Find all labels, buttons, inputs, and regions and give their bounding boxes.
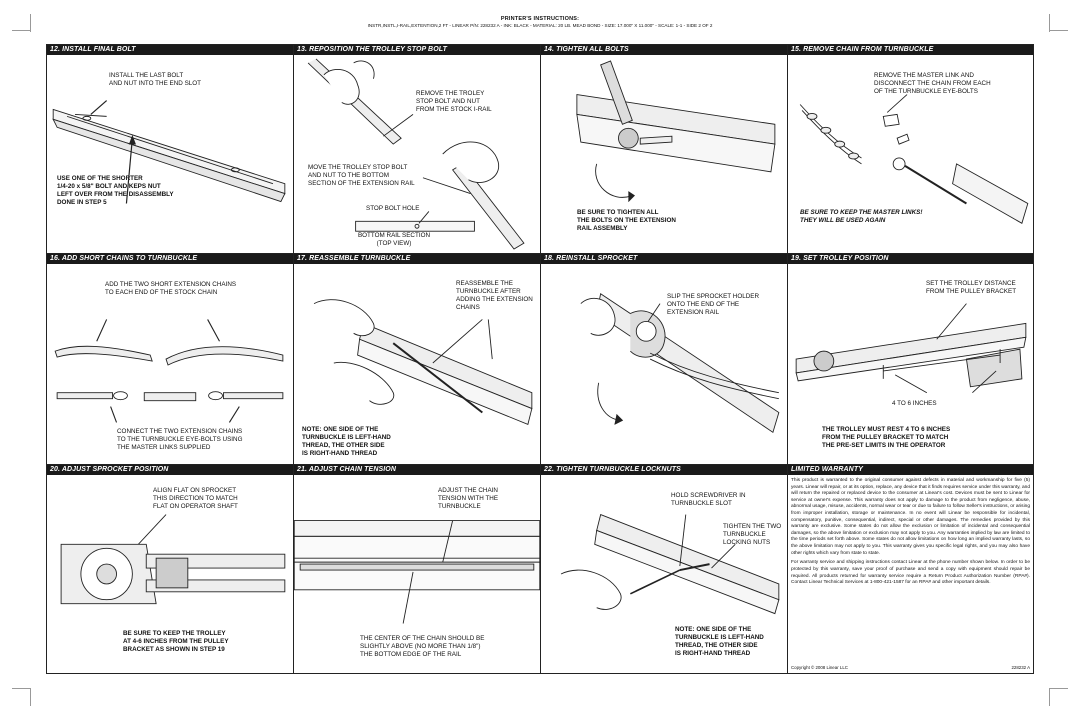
step-21-panel: 21. ADJUST CHAIN TENSION ADJUST THE CHAI… xyxy=(293,464,541,674)
locknuts-illustration xyxy=(560,514,780,615)
warranty-paragraph-2: For warranty service and shipping instru… xyxy=(791,560,1030,586)
step-13-title: 13. REPOSITION THE TROLLEY STOP BOLT xyxy=(294,45,540,55)
crop-mark xyxy=(30,688,31,706)
step-19-panel: 19. SET TROLLEY POSITION SET THE TROLLEY… xyxy=(787,253,1034,465)
step-15-callout: REMOVE THE MASTER LINK AND DISCONNECT TH… xyxy=(874,72,991,95)
step-22-callout-tighten: TIGHTEN THE TWO TURNBUCKLE LOCKING NUTS xyxy=(723,523,782,546)
bottom-rail-label: BOTTOM RAIL SECTION (TOP VIEW) xyxy=(357,232,431,247)
wrench-illustration xyxy=(576,60,776,202)
short-chains-illustration xyxy=(54,319,284,423)
step-14-note: BE SURE TO TIGHTEN ALL THE BOLTS ON THE … xyxy=(577,209,676,232)
step-13-panel: 13. REPOSITION THE TROLLEY STOP BOLT REM… xyxy=(293,44,541,254)
step-17-title: 17. REASSEMBLE TURNBUCKLE xyxy=(294,254,540,264)
step-22-title: 22. TIGHTEN TURNBUCKLE LOCKNUTS xyxy=(541,465,787,475)
chain-tension-illustration xyxy=(294,520,540,624)
step-22-callout-hold: HOLD SCREWDRIVER IN TURNBUCKLE SLOT xyxy=(671,492,746,507)
step-16-panel: 16. ADD SHORT CHAINS TO TURNBUCKLE ADD T… xyxy=(46,253,294,465)
step-13-callout-move: MOVE THE TROLLEY STOP BOLT AND NUT TO TH… xyxy=(308,164,415,187)
printer-title: PRINTER'S INSTRUCTIONS: xyxy=(500,16,580,22)
step-21-title: 21. ADJUST CHAIN TENSION xyxy=(294,465,540,475)
step-15-title: 15. REMOVE CHAIN FROM TURNBUCKLE xyxy=(788,45,1033,55)
step-17-note: NOTE: ONE SIDE OF THE TURNBUCKLE IS LEFT… xyxy=(302,426,391,457)
crop-mark xyxy=(30,14,31,32)
step-15-note: BE SURE TO KEEP THE MASTER LINKS! THEY W… xyxy=(800,209,923,224)
warranty-panel: LIMITED WARRANTY This product is warrant… xyxy=(787,464,1034,674)
printer-instructions: PRINTER'S INSTRUCTIONS: INSTR,INSTL,I-RA… xyxy=(0,16,1080,29)
printer-details: INSTR,INSTL,I-RAIL,EXTENTION,2 FT - LINE… xyxy=(367,22,713,28)
warranty-title: LIMITED WARRANTY xyxy=(788,465,1033,475)
step-20-callout: ALIGN FLAT ON SPROCKET THIS DIRECTION TO… xyxy=(153,487,238,510)
step-17-panel: 17. REASSEMBLE TURNBUCKLE REASSEMBLE THE… xyxy=(293,253,541,465)
step-12-panel: 12. INSTALL FINAL BOLT INSTALL THE LAST … xyxy=(46,44,294,254)
step-21-note: THE CENTER OF THE CHAIN SHOULD BE SLIGHT… xyxy=(360,635,485,658)
reassemble-turnbuckle-illustration xyxy=(313,299,533,426)
step-14-title: 14. TIGHTEN ALL BOLTS xyxy=(541,45,787,55)
instruction-grid: 12. INSTALL FINAL BOLT INSTALL THE LAST … xyxy=(46,44,1034,674)
step-18-title: 18. REINSTALL SPROCKET xyxy=(541,254,787,264)
sprocket-position-illustration xyxy=(60,514,286,605)
step-19-title: 19. SET TROLLEY POSITION xyxy=(788,254,1033,264)
crop-mark xyxy=(12,688,30,689)
step-16-callout-add: ADD THE TWO SHORT EXTENSION CHAINS TO EA… xyxy=(105,281,237,296)
step-19-note: THE TROLLEY MUST REST 4 TO 6 INCHES FROM… xyxy=(822,426,951,449)
step-20-title: 20. ADJUST SPROCKET POSITION xyxy=(47,465,293,475)
step-19-dimension: 4 TO 6 INCHES xyxy=(892,400,937,407)
trolley-position-illustration xyxy=(795,303,1027,394)
trolley-stop-illustration xyxy=(307,58,525,250)
step-15-panel: 15. REMOVE CHAIN FROM TURNBUCKLE REMOVE … xyxy=(787,44,1034,254)
crop-mark xyxy=(1050,30,1068,31)
step-18-callout: SLIP THE SPROCKET HOLDER ONTO THE END OF… xyxy=(667,293,760,316)
step-12-note: USE ONE OF THE SHORTER 1/4-20 x 5/8" BOL… xyxy=(57,175,174,206)
step-12-title: 12. INSTALL FINAL BOLT xyxy=(47,45,293,55)
copyright: Copyright © 2008 Linear LLC xyxy=(791,665,848,670)
step-12-callout: INSTALL THE LAST BOLT AND NUT INTO THE E… xyxy=(109,72,202,87)
part-number: 228232 A xyxy=(1011,665,1030,670)
rail-illustration xyxy=(52,100,286,204)
step-19-callout: SET THE TROLLEY DISTANCE FROM THE PULLEY… xyxy=(926,280,1017,295)
crop-mark xyxy=(1049,14,1050,32)
step-16-callout-connect: CONNECT THE TWO EXTENSION CHAINS TO THE … xyxy=(117,428,243,451)
turnbuckle-chain-illustration xyxy=(799,94,1029,224)
step-18-panel: 18. REINSTALL SPROCKET SLIP THE SPROCKET… xyxy=(540,253,788,465)
step-16-title: 16. ADD SHORT CHAINS TO TURNBUCKLE xyxy=(47,254,293,264)
crop-mark xyxy=(1050,688,1068,689)
step-20-panel: 20. ADJUST SPROCKET POSITION ALIGN FLAT … xyxy=(46,464,294,674)
step-21-callout: ADJUST THE CHAIN TENSION WITH THE TURNBU… xyxy=(438,487,499,510)
stop-bolt-hole-label: STOP BOLT HOLE xyxy=(366,205,420,212)
step-22-note: NOTE: ONE SIDE OF THE TURNBUCKLE IS LEFT… xyxy=(675,626,764,657)
crop-mark xyxy=(12,30,30,31)
step-14-panel: 14. TIGHTEN ALL BOLTS BE SURE TO TIGHTEN… xyxy=(540,44,788,254)
step-22-panel: 22. TIGHTEN TURNBUCKLE LOCKNUTS HOLD SCR… xyxy=(540,464,788,674)
warranty-text: This product is warranted to the origina… xyxy=(791,478,1030,590)
step-20-note: BE SURE TO KEEP THE TROLLEY AT 4-6 INCHE… xyxy=(123,630,229,653)
step-17-callout: REASSEMBLE THE TURNBUCKLE AFTER ADDING T… xyxy=(456,280,533,311)
step-13-callout-remove: REMOVE THE TROLEY STOP BOLT AND NUT FROM… xyxy=(416,90,492,113)
sprocket-holder-illustration xyxy=(580,292,780,434)
crop-mark xyxy=(1049,688,1050,706)
warranty-paragraph-1: This product is warranted to the origina… xyxy=(791,478,1030,556)
